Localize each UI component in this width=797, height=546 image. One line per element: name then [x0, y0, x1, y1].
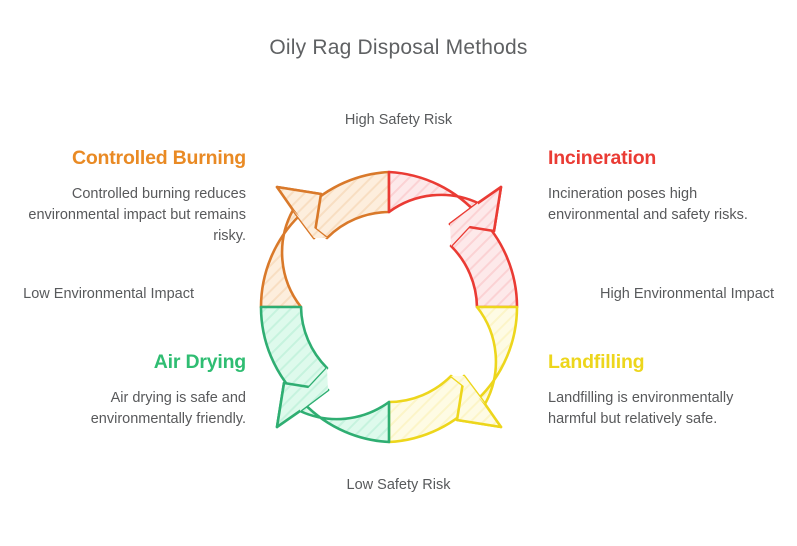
quadrant-air-drying[interactable]: Air Drying Air drying is safe and enviro…	[14, 350, 246, 430]
axis-label-left: Low Environmental Impact	[23, 286, 194, 302]
quadrant-controlled-burning[interactable]: Controlled Burning Controlled burning re…	[14, 146, 246, 247]
quadrant-title-controlled-burning: Controlled Burning	[71, 147, 246, 169]
quadrant-landfilling[interactable]: Landfilling Landfilling is environmental…	[548, 350, 780, 430]
cycle-segment-air-drying[interactable]	[259, 305, 391, 444]
quadrant-title-air-drying: Air Drying	[153, 351, 246, 373]
cycle-segment-incineration[interactable]	[387, 170, 519, 309]
quadrant-description-incineration: Incineration poses high environmental an…	[548, 186, 748, 223]
axis-label-right: High Environmental Impact	[600, 286, 775, 302]
cycle-segment-landfilling[interactable]	[387, 305, 519, 444]
axis-label-top: High Safety Risk	[344, 112, 453, 128]
cycle-diagram	[255, 165, 525, 445]
quadrant-description-controlled-burning: Controlled burning reduces environmental…	[28, 186, 246, 244]
quadrant-title-incineration: Incineration	[548, 147, 657, 169]
page-title: Oily Rag Disposal Methods	[269, 36, 528, 59]
quadrant-title-landfilling: Landfilling	[548, 351, 645, 373]
quadrant-incineration[interactable]: Incineration Incineration poses high env…	[548, 146, 780, 226]
quadrant-description-landfilling: Landfilling is environmentally harmful b…	[548, 390, 734, 427]
axis-label-bottom: Low Safety Risk	[346, 477, 451, 493]
cycle-segment-controlled-burning[interactable]	[259, 170, 391, 309]
quadrant-description-air-drying: Air drying is safe and environmentally f…	[90, 390, 246, 427]
